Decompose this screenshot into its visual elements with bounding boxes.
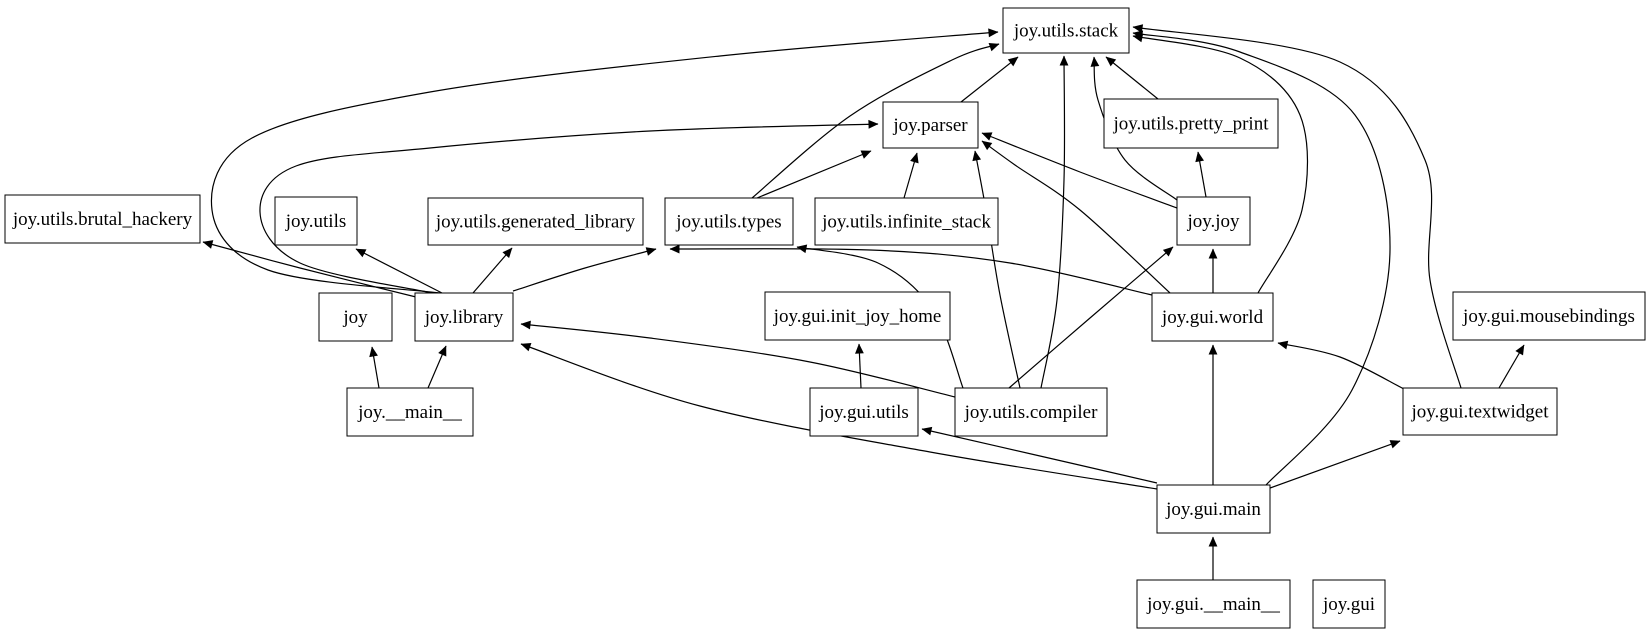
node-label-gui_main: joy.gui.main bbox=[1165, 499, 1261, 520]
edge-types-to-parser bbox=[756, 150, 872, 199]
node-label-types: joy.utils.types bbox=[675, 212, 781, 233]
edge-compiler-to-parser bbox=[972, 150, 1021, 389]
node-gui: joy.gui bbox=[1312, 579, 1386, 629]
node-joyjoy: joy.joy bbox=[1176, 196, 1251, 246]
edge-textwidget-to-mousebindings bbox=[1498, 344, 1525, 389]
node-gui_main_module: joy.gui.__main__ bbox=[1136, 579, 1291, 629]
edge-gui_main-to-gui_utils bbox=[921, 426, 1158, 484]
node-label-joy: joy bbox=[342, 307, 368, 328]
edge-library-to-stack bbox=[210, 28, 999, 294]
node-parser: joy.parser bbox=[882, 101, 979, 149]
edge-library-to-parser bbox=[259, 119, 879, 294]
node-label-init_joy_home: joy.gui.init_joy_home bbox=[773, 306, 942, 327]
node-types: joy.utils.types bbox=[664, 197, 794, 246]
node-utils: joy.utils bbox=[274, 196, 358, 246]
node-label-stack: joy.utils.stack bbox=[1013, 21, 1119, 42]
node-label-generated_library: joy.utils.generated_library bbox=[435, 212, 636, 233]
edge-joyjoy-to-parser bbox=[981, 132, 1178, 209]
node-label-pretty_print: joy.utils.pretty_print bbox=[1113, 114, 1270, 135]
node-label-gui_utils: joy.gui.utils bbox=[818, 402, 909, 423]
edges-layer bbox=[202, 24, 1525, 580]
node-box-joy bbox=[318, 292, 393, 342]
node-box-utils bbox=[274, 196, 358, 246]
edge-compiler-to-types bbox=[796, 244, 964, 389]
node-box-textwidget bbox=[1402, 387, 1558, 436]
node-label-library: joy.library bbox=[424, 307, 504, 328]
node-label-mousebindings: joy.gui.mousebindings bbox=[1462, 306, 1635, 327]
edge-library-to-types bbox=[512, 247, 657, 292]
node-label-gui: joy.gui bbox=[1322, 594, 1375, 615]
node-stack: joy.utils.stack bbox=[1002, 7, 1130, 54]
node-box-infinite_stack bbox=[814, 197, 999, 246]
node-gui_utils: joy.gui.utils bbox=[809, 387, 919, 437]
node-label-parser: joy.parser bbox=[892, 115, 968, 136]
node-joy: joy bbox=[318, 292, 393, 342]
node-box-parser bbox=[882, 101, 979, 149]
edge-library-to-utils bbox=[355, 248, 443, 294]
node-label-brutal_hackery: joy.utils.brutal_hackery bbox=[12, 209, 193, 230]
node-box-joyjoy bbox=[1176, 196, 1251, 246]
node-generated_library: joy.utils.generated_library bbox=[427, 197, 644, 246]
node-box-init_joy_home bbox=[764, 291, 951, 341]
edge-world-to-types bbox=[669, 244, 1153, 296]
node-label-world: joy.gui.world bbox=[1161, 307, 1264, 328]
node-box-mousebindings bbox=[1452, 291, 1646, 341]
edge-compiler-to-library bbox=[520, 320, 956, 398]
node-box-gui_main_module bbox=[1136, 579, 1291, 629]
node-label-utils: joy.utils bbox=[285, 211, 347, 232]
edge-gui_main-to-textwidget bbox=[1269, 440, 1401, 489]
nodes-layer: joy.utils.stack joy.parser joy.utils.prett… bbox=[4, 7, 1646, 629]
edge-infinite_stack-to-parser bbox=[903, 152, 919, 199]
node-box-pretty_print bbox=[1103, 98, 1279, 149]
node-init_joy_home: joy.gui.init_joy_home bbox=[764, 291, 951, 341]
edge-gui_main-to-stack bbox=[1132, 30, 1391, 486]
node-label-textwidget: joy.gui.textwidget bbox=[1410, 402, 1549, 423]
node-world: joy.gui.world bbox=[1151, 292, 1274, 342]
node-pretty_print: joy.utils.pretty_print bbox=[1103, 98, 1279, 149]
edge-world-to-stack bbox=[1132, 33, 1309, 294]
node-box-brutal_hackery bbox=[4, 194, 201, 244]
edge-joyjoy-to-pretty_print bbox=[1195, 151, 1207, 198]
node-compiler: joy.utils.compiler bbox=[954, 387, 1108, 437]
edge-main_module-to-library bbox=[427, 345, 447, 389]
node-box-compiler bbox=[954, 387, 1108, 437]
node-label-infinite_stack: joy.utils.infinite_stack bbox=[821, 212, 991, 233]
edge-types-to-stack bbox=[751, 42, 1000, 199]
node-main_module: joy.__main__ bbox=[346, 387, 474, 437]
node-box-generated_library bbox=[427, 197, 644, 246]
edge-library-to-generated_library bbox=[472, 247, 513, 294]
node-box-gui_utils bbox=[809, 387, 919, 437]
node-box-library bbox=[414, 292, 514, 342]
node-mousebindings: joy.gui.mousebindings bbox=[1452, 291, 1646, 341]
edge-gui_utils-to-init_joy_home bbox=[855, 343, 864, 389]
edge-parser-to-stack bbox=[960, 56, 1019, 103]
node-library: joy.library bbox=[414, 292, 514, 342]
node-label-joyjoy: joy.joy bbox=[1186, 211, 1240, 232]
edge-compiler-to-joyjoy bbox=[1008, 246, 1174, 389]
edge-library-to-brutal_hackery bbox=[202, 240, 417, 298]
node-box-main_module bbox=[346, 387, 474, 437]
edge-pretty_print-to-stack bbox=[1105, 56, 1159, 100]
edge-compiler-to-stack bbox=[1040, 55, 1069, 389]
node-label-compiler: joy.utils.compiler bbox=[964, 402, 1098, 423]
node-box-types bbox=[664, 197, 794, 246]
edge-main_module-to-joy bbox=[369, 346, 380, 389]
node-box-gui bbox=[1312, 579, 1386, 629]
node-gui_main: joy.gui.main bbox=[1156, 484, 1271, 534]
node-box-gui_main bbox=[1156, 484, 1271, 534]
node-box-world bbox=[1151, 292, 1274, 342]
node-label-gui_main_module: joy.gui.__main__ bbox=[1146, 594, 1280, 615]
edge-textwidget-to-world bbox=[1277, 340, 1405, 390]
edge-world-to-parser bbox=[981, 140, 1171, 294]
edge-textwidget-to-stack bbox=[1132, 24, 1462, 389]
node-textwidget: joy.gui.textwidget bbox=[1402, 387, 1558, 436]
node-box-stack bbox=[1002, 7, 1130, 54]
node-label-main_module: joy.__main__ bbox=[357, 402, 462, 423]
node-brutal_hackery: joy.utils.brutal_hackery bbox=[4, 194, 201, 244]
node-infinite_stack: joy.utils.infinite_stack bbox=[814, 197, 999, 246]
